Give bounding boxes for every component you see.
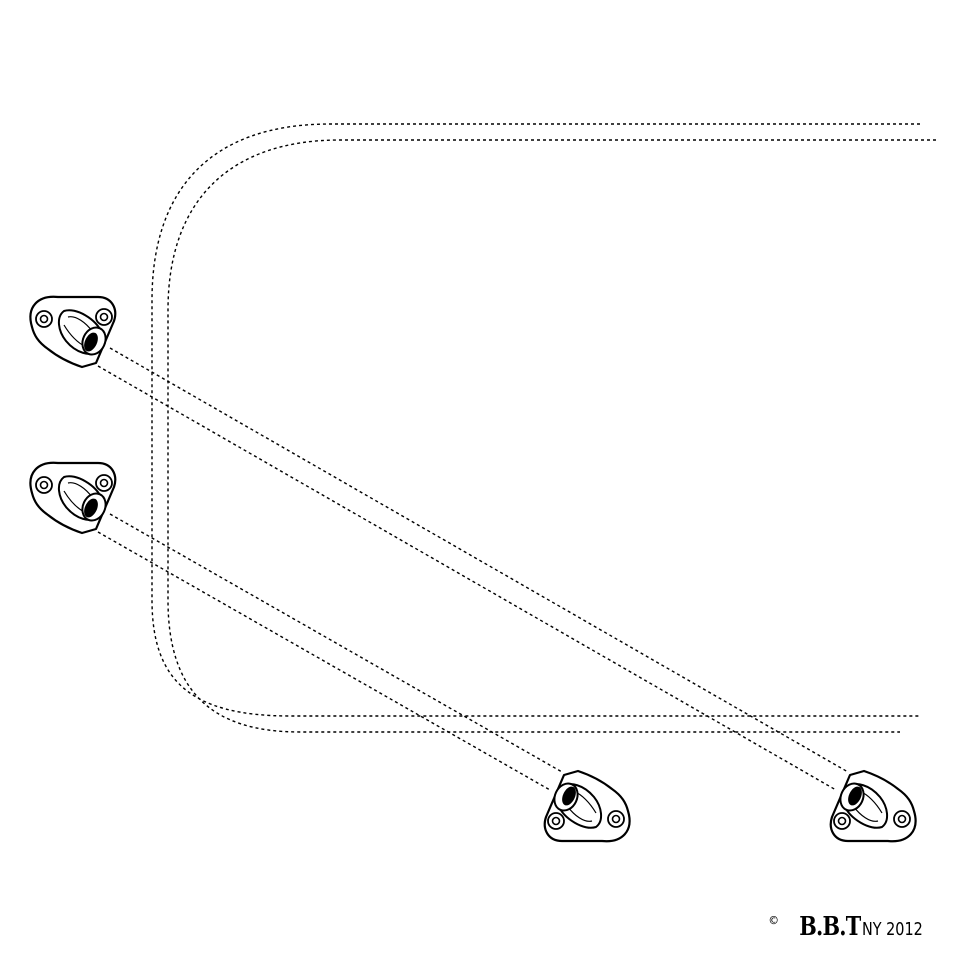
guide-line-top-b bbox=[97, 365, 837, 791]
window-frame-outer-line bbox=[151, 123, 920, 717]
copyright-symbol: © bbox=[769, 914, 778, 929]
bracket-lower-right-icon bbox=[829, 769, 917, 843]
copyright-brand: B.B.T bbox=[798, 912, 861, 942]
guide-line-mid-b bbox=[97, 531, 551, 791]
copyright-tag: NY 2012 bbox=[862, 919, 923, 940]
bracket-upper-left-icon bbox=[29, 295, 117, 369]
bracket-middle-left-icon bbox=[29, 461, 117, 535]
window-frame-inner-line bbox=[167, 139, 936, 733]
copyright-mark: © B.B.T NY 2012 bbox=[770, 912, 938, 942]
guide-line-top-a bbox=[109, 347, 849, 773]
guide-line-mid-a bbox=[109, 513, 563, 773]
bracket-lower-middle-icon bbox=[543, 769, 631, 843]
